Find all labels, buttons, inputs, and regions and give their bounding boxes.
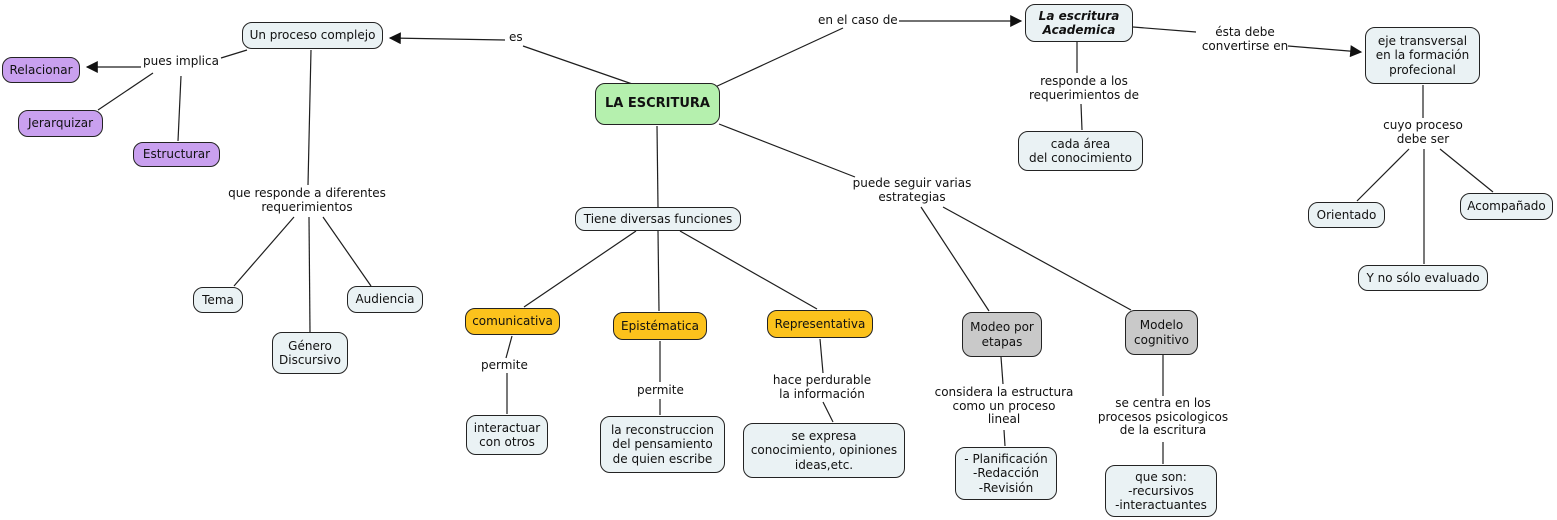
node-modeo-por-etapas[interactable]: Modeo por etapas [962, 312, 1042, 357]
node-la-reconstruccion[interactable]: la reconstruccion del pensamiento de qui… [600, 416, 725, 473]
link-label-permite-2[interactable]: permite [637, 383, 684, 397]
node-acompanado[interactable]: Acompañado [1460, 193, 1553, 220]
edge-puesimplica-estructurar [177, 75, 182, 142]
link-label-puede-seguir[interactable]: puede seguir varias estrategias [852, 176, 972, 204]
edge-academica-estadebe [1132, 26, 1197, 33]
edge-queresponde-audiencia [322, 216, 372, 287]
node-estructurar[interactable]: Estructurar [133, 142, 220, 167]
link-label-es[interactable]: es [509, 30, 523, 44]
edge-modeo-considera [1000, 356, 1004, 385]
node-epistematica[interactable]: Epistématica [613, 312, 707, 340]
node-eje-transversal[interactable]: eje transversal en la formación profecio… [1365, 27, 1480, 84]
node-la-escritura[interactable]: LA ESCRITURA [595, 83, 720, 125]
node-y-no-solo-evaluado[interactable]: Y no sólo evaluado [1358, 265, 1488, 291]
edge-funciones-representativa [679, 230, 818, 310]
edge-cuyoproceso-acompanado [1439, 148, 1494, 193]
edge-escritura-casode [712, 27, 844, 89]
edge-queresponde-tema [233, 216, 295, 287]
edge-puedeseguir-modeo [920, 206, 990, 312]
node-genero-discursivo[interactable]: Género Discursivo [272, 332, 348, 374]
link-label-que-responde[interactable]: que responde a diferentes requerimientos [228, 186, 386, 214]
node-que-son[interactable]: que son: -recursivos -interactuantes [1105, 465, 1217, 517]
edge-puedeseguir-cognitivo [942, 206, 1132, 311]
edge-escritura-es [522, 45, 639, 87]
edge-proceso-queresponde [307, 49, 312, 186]
node-representativa[interactable]: Representativa [767, 310, 873, 338]
node-jerarquizar[interactable]: Jerarquizar [18, 110, 103, 137]
edge-funciones-comunicativa [523, 230, 637, 308]
edge-escritura-funciones [656, 125, 659, 208]
edge-puesimplica-jerarquizar [97, 72, 154, 111]
node-se-expresa[interactable]: se expresa conocimiento, opiniones ideas… [743, 423, 905, 478]
link-label-pues-implica[interactable]: pues implica [143, 54, 219, 68]
node-tiene-diversas-funciones[interactable]: Tiene diversas funciones [575, 207, 741, 231]
node-la-escritura-academica[interactable]: La escritura Academica [1025, 4, 1133, 42]
link-label-considera[interactable]: considera la estructura como un proceso … [934, 385, 1074, 427]
edge-queresponde-genero [308, 216, 311, 333]
edge-comunicativa-permite [505, 335, 513, 359]
link-label-cuyo-proceso[interactable]: cuyo proceso debe ser [1383, 118, 1463, 146]
edge-es-proceso-arrow [388, 32, 506, 45]
link-label-esta-debe[interactable]: ésta debe convertirse en [1201, 25, 1289, 53]
edge-funciones-epistematica [657, 230, 660, 312]
node-comunicativa[interactable]: comunicativa [465, 308, 560, 335]
node-interactuar-con-otros[interactable]: interactuar con otros [466, 415, 548, 455]
edge-considera-planificacion [1003, 429, 1006, 447]
node-relacionar[interactable]: Relacionar [2, 57, 80, 83]
link-label-en-el-caso-de[interactable]: en el caso de [818, 13, 898, 27]
edge-representativa-perdurable [819, 338, 824, 374]
edge-proceso-puesimplica [220, 49, 248, 59]
edge-cuyoproceso-orientado [1356, 148, 1410, 202]
node-cada-area[interactable]: cada área del conocimiento [1018, 131, 1143, 171]
edge-estadebe-eje-arrow [1287, 45, 1363, 58]
link-label-se-centra[interactable]: se centra en los procesos psicologicos d… [1097, 396, 1229, 438]
node-audiencia[interactable]: Audiencia [347, 286, 423, 313]
edge-perdurable-seexpresa [822, 401, 834, 423]
link-label-hace-perdurable[interactable]: hace perdurable la información [772, 373, 872, 401]
edge-responde-cadaarea [1080, 103, 1083, 131]
node-un-proceso-complejo[interactable]: Un proceso complejo [242, 22, 383, 49]
link-label-responde-a-los[interactable]: responde a los requerimientos de [1028, 74, 1140, 102]
link-label-permite-1[interactable]: permite [481, 358, 528, 372]
edge-escritura-puedeseguir [718, 123, 856, 178]
node-planificacion-redaccion-revision[interactable]: - Planificación -Redacción -Revisión [955, 447, 1057, 500]
node-modelo-cognitivo[interactable]: Modelo cognitivo [1125, 310, 1198, 355]
node-tema[interactable]: Tema [193, 287, 243, 313]
node-orientado[interactable]: Orientado [1308, 202, 1385, 228]
